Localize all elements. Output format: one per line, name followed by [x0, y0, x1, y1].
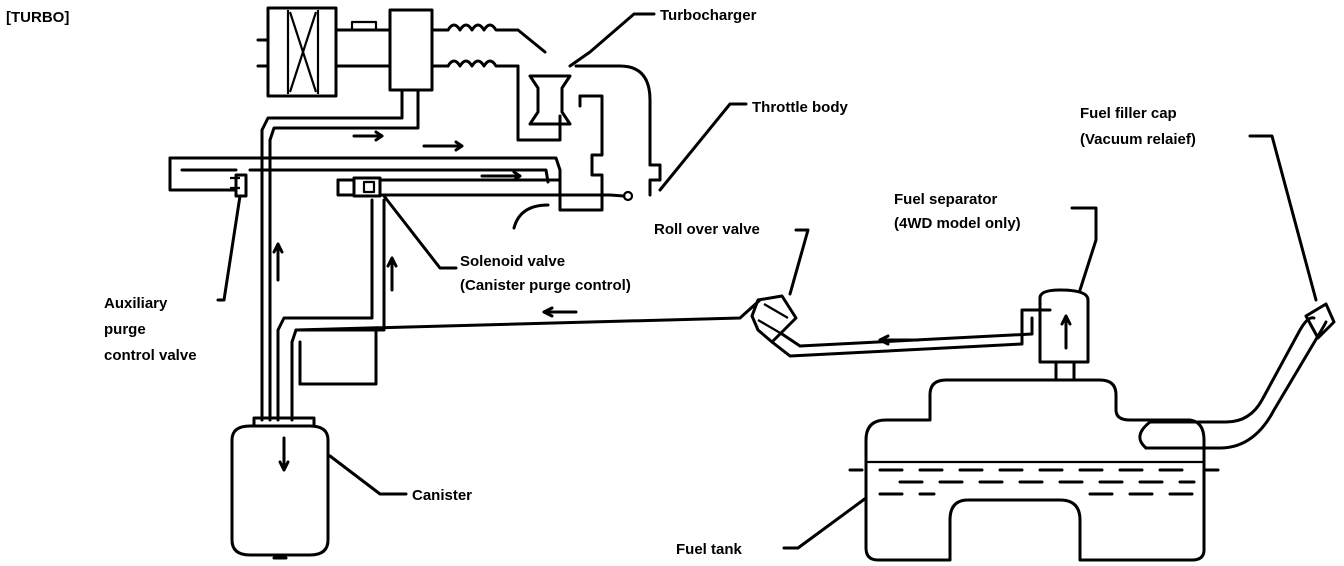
fuel-level — [848, 460, 1220, 496]
label-fuel-tank: Fuel tank — [676, 541, 743, 558]
fuel-separator — [1038, 288, 1090, 380]
leader-lines — [216, 12, 1318, 550]
roll-over-valve — [750, 294, 1052, 358]
label-solenoid-valve: Solenoid valve — [460, 253, 565, 270]
label-fuel-separator: Fuel separator — [894, 191, 998, 208]
label-fuel-filler-cap: Fuel filler cap — [1080, 105, 1177, 122]
label-throttle-body: Throttle body — [752, 99, 848, 116]
label-turbocharger: Turbocharger — [660, 7, 757, 24]
label-solenoid-valve-sub: (Canister purge control) — [460, 277, 631, 294]
label-canister: Canister — [412, 487, 472, 504]
label-purge: purge — [104, 321, 146, 338]
diagram-title: [TURBO] — [6, 9, 69, 26]
purge-piping — [168, 88, 762, 422]
label-fuel-filler-cap-sub: (Vacuum relaief) — [1080, 131, 1196, 148]
label-fuel-separator-sub: (4WD model only) — [894, 215, 1021, 232]
fuel-tank — [848, 302, 1336, 562]
label-roll-over-valve: Roll over valve — [654, 221, 760, 238]
air-cleaner — [256, 6, 392, 98]
solenoid-valve — [352, 176, 382, 198]
intake-bellows — [446, 23, 562, 142]
label-control-valve: control valve — [104, 347, 197, 364]
air-flow-meter — [388, 8, 450, 92]
flow-arrows — [272, 130, 1072, 472]
turbocharger-symbol — [528, 64, 652, 167]
label-auxiliary: Auxiliary — [104, 295, 168, 312]
canister — [230, 416, 330, 560]
throttle-body — [512, 138, 662, 230]
